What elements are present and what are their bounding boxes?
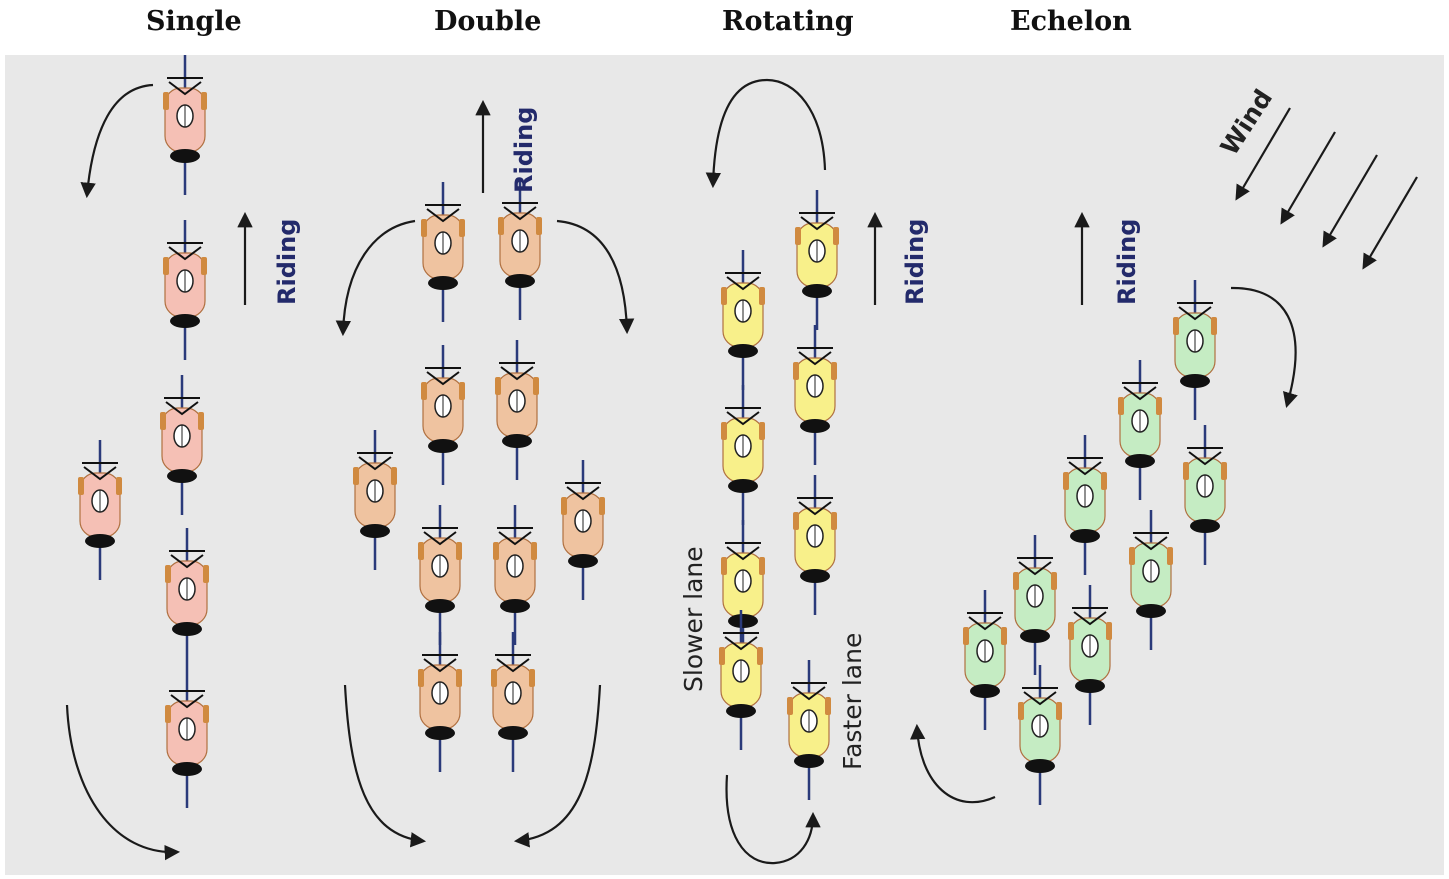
wind-arrow-4	[1362, 176, 1418, 270]
echelon-riding-label: Riding	[1113, 219, 1141, 305]
rotating-rider	[721, 520, 765, 660]
double-rider	[495, 340, 539, 480]
rotating-rider	[721, 385, 765, 525]
title-echelon: Echelon	[1010, 6, 1132, 37]
single-rider	[165, 528, 209, 668]
rotating-riding-label: Riding	[901, 219, 929, 305]
double-right-arrow	[556, 219, 635, 335]
rotating-rider	[795, 190, 839, 330]
double-rider	[421, 345, 465, 485]
single-riding-label: Riding	[273, 219, 301, 305]
riders-layer	[78, 55, 1227, 808]
echelon-rider	[963, 590, 1007, 730]
double-left-arrow	[335, 219, 416, 337]
double-bottom-left-arrow	[343, 684, 427, 848]
wind-arrow-1	[1235, 107, 1291, 201]
title-double: Double	[434, 6, 542, 37]
formation-diagram-panel: Riding Riding Riding Riding Slower lane …	[5, 55, 1444, 875]
echelon-rider	[1183, 425, 1227, 565]
double-riding-label: Riding	[510, 107, 538, 193]
rotating-rider	[793, 325, 837, 465]
double-rider	[493, 505, 537, 645]
echelon-rotate-arrow-bottom	[909, 723, 996, 804]
echelon-rider	[1063, 435, 1107, 575]
double-rider	[498, 180, 542, 320]
rotating-rider	[793, 475, 837, 615]
echelon-rider	[1013, 535, 1057, 675]
echelon-rider	[1129, 510, 1173, 650]
rotating-rider	[721, 250, 765, 390]
single-rider	[78, 440, 122, 580]
faster-lane-label: Faster lane	[838, 633, 867, 770]
wind-arrow-3	[1322, 154, 1378, 248]
single-rotate-arrow-top	[80, 83, 154, 199]
double-rider	[418, 632, 462, 772]
echelon-rider	[1018, 665, 1062, 805]
double-rider	[418, 505, 462, 645]
double-rider	[353, 430, 397, 570]
rotating-top-arrow	[705, 78, 827, 189]
rotating-rider	[787, 660, 831, 800]
wind-label: Wind	[1215, 84, 1278, 160]
single-rider	[163, 220, 207, 360]
single-rider	[165, 668, 209, 808]
echelon-rotate-arrow-top	[1230, 286, 1298, 408]
single-rotate-arrow-bottom	[65, 704, 181, 861]
echelon-rider	[1118, 360, 1162, 500]
formation-diagram: Riding Riding Riding Riding Slower lane …	[65, 55, 1418, 865]
rotating-bottom-arrow	[725, 774, 821, 865]
arrows-layer	[65, 78, 1418, 865]
title-single: Single	[146, 6, 242, 37]
slower-lane-label: Slower lane	[679, 546, 708, 692]
double-bottom-right-arrow	[513, 684, 602, 848]
title-rotating: Rotating	[722, 6, 854, 37]
double-rider	[491, 632, 535, 772]
wind-arrow-2	[1280, 131, 1336, 225]
echelon-rider	[1068, 585, 1112, 725]
double-rider	[421, 182, 465, 322]
rotating-rider	[719, 610, 763, 750]
double-rider	[561, 460, 605, 600]
echelon-rider	[1173, 280, 1217, 420]
single-rider	[163, 55, 207, 195]
single-rider	[160, 375, 204, 515]
